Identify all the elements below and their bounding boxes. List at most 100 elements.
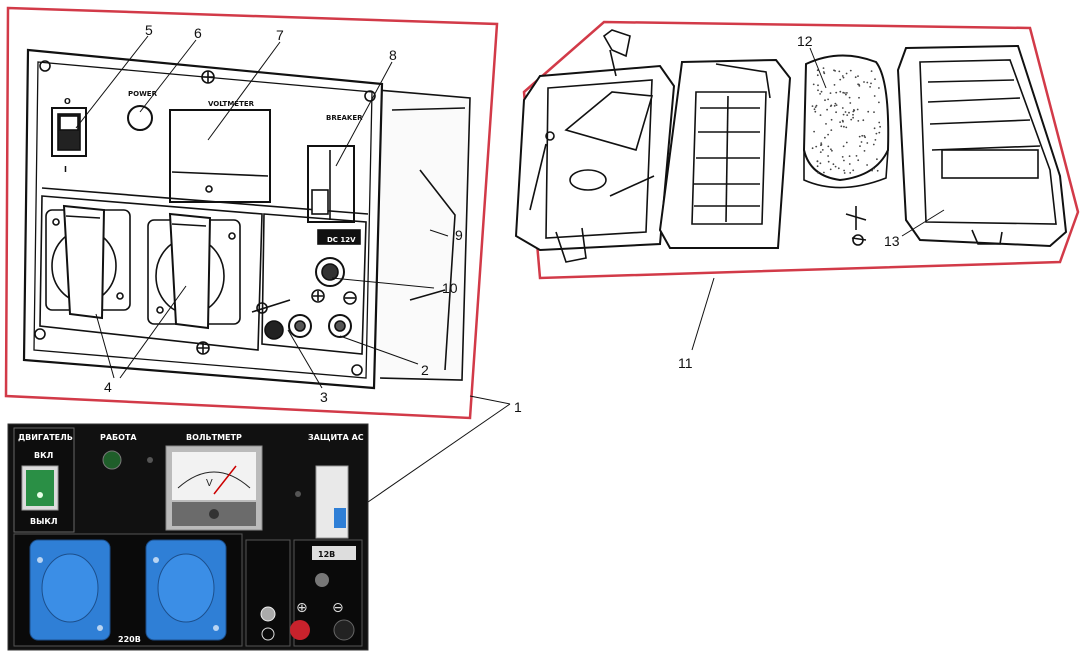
foam-dot bbox=[813, 108, 816, 111]
foam-dot bbox=[835, 111, 837, 114]
callout-9: 9 bbox=[455, 227, 463, 243]
foam-dot bbox=[845, 72, 848, 75]
foam-dot bbox=[845, 93, 847, 96]
foam-dot bbox=[834, 70, 836, 72]
screw-icon bbox=[364, 90, 376, 102]
leader-lines-left bbox=[75, 35, 449, 389]
foam-dot bbox=[817, 172, 820, 174]
foam-dot bbox=[813, 130, 815, 133]
callout-4: 4 bbox=[104, 379, 112, 395]
foam-dot bbox=[838, 70, 841, 73]
foam-dot bbox=[842, 91, 845, 94]
foam-dot bbox=[873, 95, 876, 97]
screw-icon bbox=[351, 364, 363, 376]
voltmeter-label: VOLTMETER bbox=[208, 100, 255, 108]
photo-engine-label: ДВИГАТЕЛЬ bbox=[18, 433, 73, 442]
dc-label: DC 12V bbox=[327, 236, 356, 244]
photo-dc-label: 12В bbox=[318, 550, 335, 559]
foam-dot bbox=[857, 83, 859, 86]
photo-meter-unit: V bbox=[206, 478, 213, 489]
foam-dot bbox=[841, 119, 844, 122]
foam-dot bbox=[850, 118, 853, 121]
foam-dot bbox=[842, 76, 845, 79]
foam-dot bbox=[878, 87, 880, 89]
callout-8: 8 bbox=[389, 47, 397, 63]
foam-dot bbox=[870, 82, 872, 85]
foam-dot bbox=[878, 101, 880, 104]
foam-dot bbox=[866, 164, 868, 166]
foam-dot bbox=[871, 169, 873, 172]
foam-dot bbox=[839, 78, 842, 81]
foam-dot bbox=[819, 162, 822, 165]
foam-dot bbox=[866, 142, 869, 144]
foam-dot bbox=[864, 136, 866, 139]
foam-dot bbox=[873, 167, 875, 170]
foam-dot bbox=[819, 93, 821, 95]
foam-dot bbox=[816, 69, 819, 72]
foam-dot bbox=[844, 92, 846, 94]
foam-dot bbox=[827, 133, 829, 136]
foam-dot bbox=[825, 123, 827, 125]
foam-dot bbox=[827, 160, 830, 163]
air-filter-outline-frame bbox=[522, 20, 1080, 280]
plus-icon bbox=[313, 291, 323, 301]
foam-dot bbox=[863, 150, 866, 152]
foam-texture bbox=[811, 67, 881, 174]
foam-dot bbox=[816, 74, 819, 77]
foam-dot bbox=[846, 114, 849, 116]
foam-dot bbox=[834, 102, 837, 105]
foam-dot bbox=[857, 120, 860, 122]
callout-3: 3 bbox=[320, 389, 328, 405]
foam-dot bbox=[858, 85, 861, 87]
foam-dot bbox=[846, 92, 848, 94]
foam-dot bbox=[852, 116, 854, 119]
foam-dot bbox=[823, 171, 825, 174]
foam-dot bbox=[812, 83, 815, 86]
foam-dot bbox=[830, 104, 833, 107]
foam-dot bbox=[849, 69, 852, 72]
foam-dot bbox=[869, 86, 871, 88]
foam-dot bbox=[855, 155, 858, 157]
foam-dot bbox=[833, 84, 836, 86]
foam-dot bbox=[822, 71, 825, 73]
foam-dot bbox=[845, 141, 848, 144]
foam-dot bbox=[827, 98, 829, 101]
foam-dot bbox=[861, 134, 864, 137]
foam-dot bbox=[837, 167, 840, 170]
foam-dot bbox=[829, 168, 832, 171]
photo-protection-label: ЗАЩИТА АС bbox=[308, 433, 364, 442]
foam-dot bbox=[832, 163, 835, 166]
foam-dot bbox=[853, 109, 855, 111]
foam-dot bbox=[844, 111, 847, 113]
foam-dot bbox=[876, 158, 878, 161]
control-panel-photo: ДВИГАТЕЛЬ ВКЛ ВЫКЛ РАБОТА ВОЛЬТМЕТР V ЗА… bbox=[7, 423, 369, 651]
foam-dot bbox=[848, 96, 851, 99]
foam-dot bbox=[831, 149, 833, 152]
photo-on-label: ВКЛ bbox=[34, 451, 53, 460]
foam-dot bbox=[840, 125, 843, 128]
foam-dot bbox=[821, 149, 824, 151]
foam-dot bbox=[839, 90, 842, 93]
switch-on-mark: I bbox=[64, 165, 67, 174]
foam-dot bbox=[870, 70, 873, 72]
foam-dot bbox=[843, 172, 846, 174]
foam-dot bbox=[873, 127, 876, 130]
foam-dot bbox=[856, 108, 859, 111]
foam-dot bbox=[835, 104, 838, 106]
foam-dot bbox=[843, 125, 845, 128]
photo-socket-voltage: 220В bbox=[118, 635, 141, 644]
foam-dot bbox=[875, 132, 878, 135]
foam-dot bbox=[827, 155, 829, 157]
foam-dot bbox=[852, 169, 855, 172]
callout-13: 13 bbox=[884, 233, 900, 249]
foam-dot bbox=[834, 165, 837, 168]
foam-dot bbox=[863, 135, 866, 137]
foam-dot bbox=[843, 159, 845, 162]
callout-2: 2 bbox=[421, 362, 429, 378]
foam-dot bbox=[820, 142, 823, 145]
foam-dot bbox=[867, 110, 870, 113]
foam-dot bbox=[819, 114, 822, 116]
foam-dot bbox=[842, 145, 845, 148]
foam-dot bbox=[873, 111, 875, 113]
